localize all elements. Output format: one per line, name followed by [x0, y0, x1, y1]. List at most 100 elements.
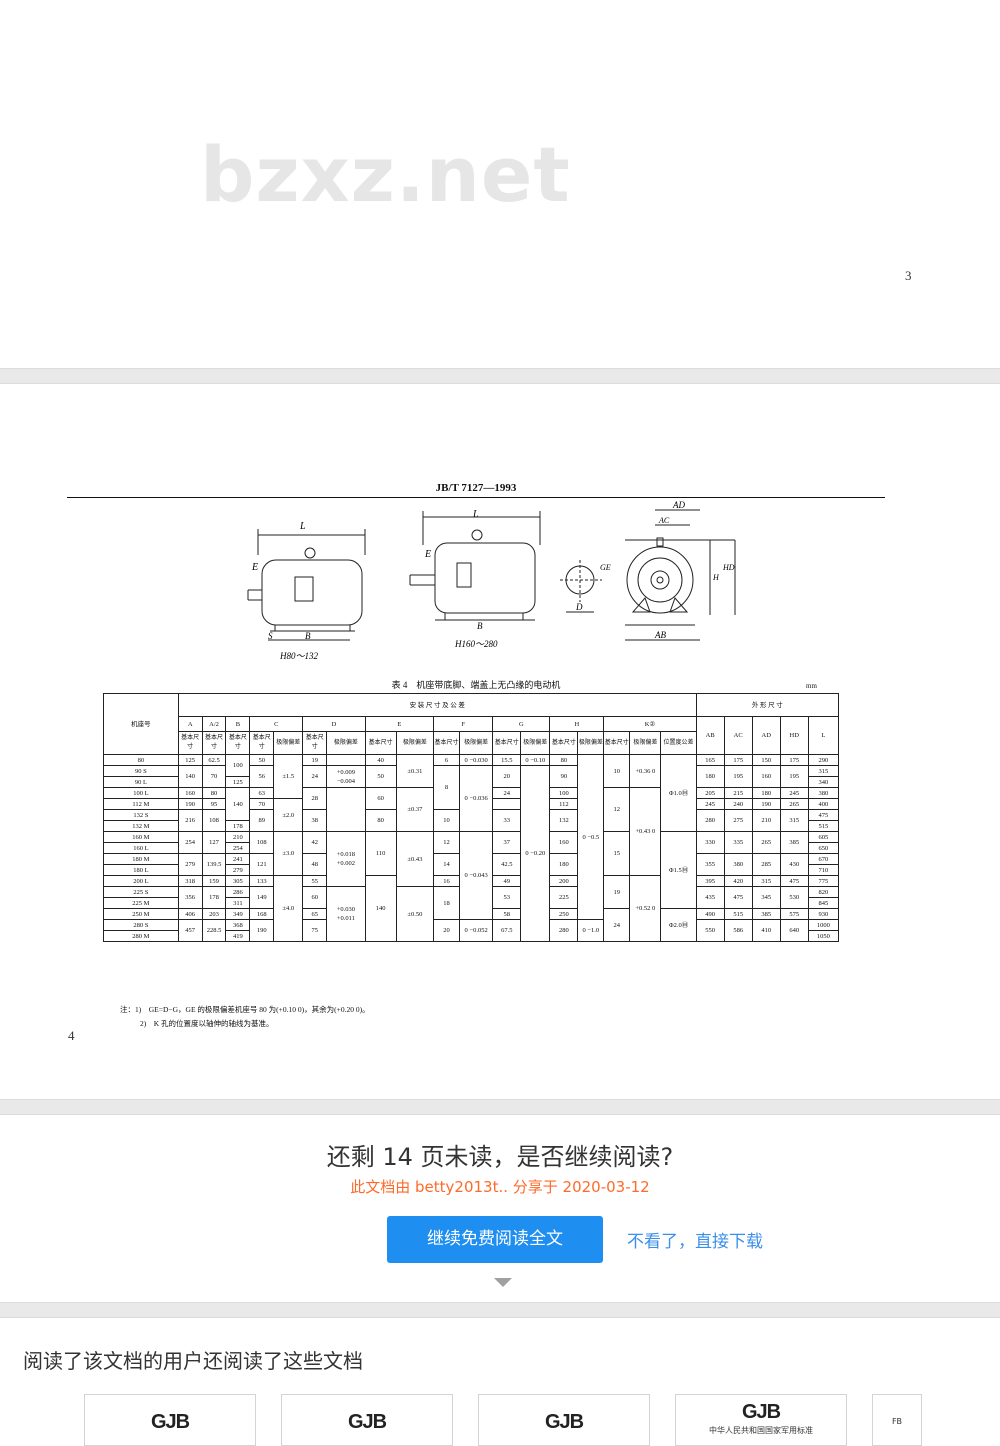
svg-text:B: B	[305, 631, 311, 641]
cell-a-half: 62.5	[201, 754, 227, 766]
related-doc-card[interactable]: GJB	[281, 1394, 453, 1446]
cell-d: 24	[302, 765, 328, 788]
cell-ac: 240	[723, 798, 753, 810]
cell-d: 60	[302, 886, 328, 909]
header-h: H	[549, 716, 605, 732]
sub-basic: 基本尺寸	[302, 731, 328, 755]
cell-d: 38	[302, 809, 328, 832]
header-k: K②	[603, 716, 697, 732]
cell-ab: 355	[695, 853, 725, 876]
cell-frame-size: 100 L	[103, 787, 179, 799]
cell-d: 19	[302, 754, 328, 766]
cell-hd: 175	[779, 754, 809, 766]
sub-basic: 基本尺寸	[433, 731, 461, 755]
cell-c-tol: ±2.0	[273, 798, 304, 832]
cell-hd: 575	[779, 908, 809, 920]
cell-b: 368	[225, 919, 251, 931]
related-doc-card[interactable]: GJB	[84, 1394, 256, 1446]
cell-b: 419	[225, 930, 251, 942]
cell-b: 349	[225, 908, 251, 920]
cell-k: 10	[603, 754, 631, 788]
cell-g: 49	[492, 875, 522, 887]
cell-l: 1000	[807, 919, 840, 931]
cell-ab: 435	[695, 886, 725, 909]
sub-basic: 基本尺寸	[603, 731, 631, 755]
cell-k-tol: +0.36 0	[629, 754, 662, 788]
cell-f: 14	[433, 853, 461, 876]
expand-arrow-icon[interactable]	[494, 1278, 512, 1287]
cell-ab: 490	[695, 908, 725, 920]
cell-c: 56	[249, 765, 275, 788]
cell-ad: 210	[751, 809, 781, 832]
cell-a: 216	[177, 809, 203, 832]
cell-d: 48	[302, 853, 328, 876]
cell-c: 168	[249, 908, 275, 920]
cell-h: 80	[549, 754, 579, 766]
cell-ad: 160	[751, 765, 781, 788]
cell-g: 37	[492, 831, 522, 854]
remaining-pages-title: 还剩 14 页未读，是否继续阅读?	[326, 1143, 674, 1171]
cell-b: 311	[225, 897, 251, 909]
cell-ad: 190	[751, 798, 781, 810]
cell-ad: 345	[751, 886, 781, 909]
cell-l: 775	[807, 875, 840, 887]
cell-a-half: 139.5	[201, 853, 227, 876]
cell-h: 160	[549, 831, 579, 854]
page-separator	[0, 1302, 1000, 1318]
header-ac: AC	[723, 716, 753, 755]
cell-ac: 195	[723, 765, 753, 788]
cell-g: 58	[492, 908, 522, 920]
cell-l: 930	[807, 908, 840, 920]
cell-b: 140	[225, 787, 251, 821]
cell-f-tol: 0 −0.030	[459, 754, 494, 766]
header-f: F	[433, 716, 494, 732]
cell-a-half: 95	[201, 798, 227, 810]
sub-basic: 基本尺寸	[364, 731, 397, 755]
sub-basic: 基本尺寸	[549, 731, 579, 755]
related-doc-card[interactable]: GJB	[478, 1394, 650, 1446]
cell-k-tol: +0.43 0	[629, 787, 662, 876]
cell-b: 305	[225, 875, 251, 887]
svg-text:AC: AC	[658, 516, 670, 525]
cell-a: 125	[177, 754, 203, 766]
cell-a: 140	[177, 765, 203, 788]
cell-e: 80	[364, 809, 397, 832]
sub-tol: 极限偏差	[520, 731, 551, 755]
download-link[interactable]: 不看了，直接下载	[627, 1232, 763, 1252]
svg-text:H: H	[712, 573, 720, 582]
cell-a: 356	[177, 886, 203, 909]
cell-hd: 530	[779, 886, 809, 909]
svg-text:D: D	[575, 602, 583, 612]
cell-frame-size: 132 M	[103, 820, 179, 832]
related-doc-card[interactable]: FB	[872, 1394, 922, 1446]
header-a-half: A/2	[201, 716, 227, 732]
svg-text:AD: AD	[672, 500, 685, 510]
cell-frame-size: 180 M	[103, 853, 179, 865]
cell-h: 225	[549, 886, 579, 909]
cell-g	[492, 798, 522, 810]
cell-c-tol: ±4.0	[273, 875, 304, 942]
cell-frame-size: 225 S	[103, 886, 179, 898]
cell-a-half: 159	[201, 875, 227, 887]
header-install-group: 安 装 尺 寸 及 公 差	[177, 693, 697, 717]
dimension-table: 机座号 安 装 尺 寸 及 公 差 外 形 尺 寸 A A/2 B C D E …	[103, 693, 840, 942]
cell-ac: 586	[723, 919, 753, 942]
related-docs-title: 阅读了该文档的用户还阅读了这些文档	[23, 1349, 363, 1373]
cell-g-tol: 0 −0.20	[520, 765, 551, 942]
cell-k-tol: +0.52 0	[629, 875, 662, 942]
continue-reading-button[interactable]: 继续免费阅读全文	[387, 1216, 603, 1263]
svg-text:HD: HD	[722, 563, 735, 572]
cell-c: 108	[249, 831, 275, 854]
cell-f: 10	[433, 809, 461, 832]
cell-f: 20	[433, 919, 461, 942]
cell-l: 845	[807, 897, 840, 909]
sub-pos: 位置度公差	[660, 731, 697, 755]
svg-text:L: L	[299, 521, 306, 532]
header-c: C	[249, 716, 304, 732]
header-b: B	[225, 716, 251, 732]
related-doc-card[interactable]: GJB 中华人民共和国国家军用标准	[675, 1394, 847, 1446]
cell-k-position: Φ1.5Ⓜ	[660, 831, 697, 909]
